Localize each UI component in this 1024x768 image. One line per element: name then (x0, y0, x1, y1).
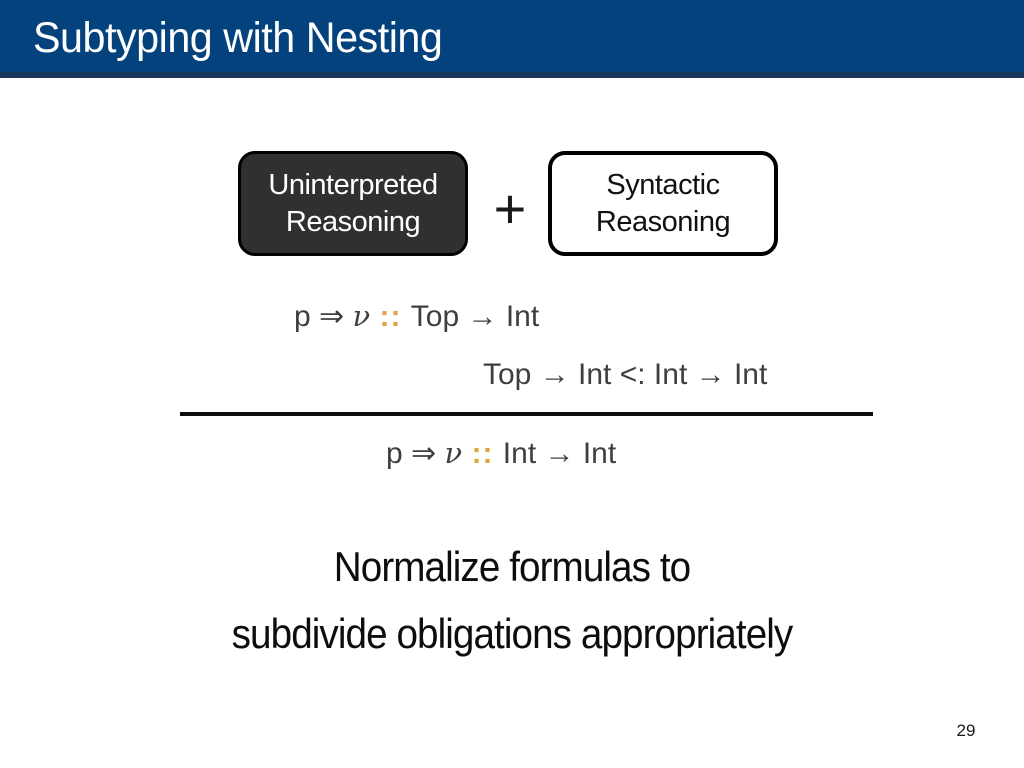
has-type-colons: :: (462, 437, 503, 470)
message-line-2: subdivide obligations appropriately (231, 610, 794, 657)
premise-type: Top → Int (410, 300, 540, 333)
slide-title: Subtyping with Nesting (33, 14, 443, 62)
nu-symbol: ν (444, 436, 463, 470)
page-number: 29 (956, 721, 976, 740)
syntactic-reasoning-box: Syntactic Reasoning (548, 151, 778, 256)
plus-sign: + (493, 176, 527, 240)
conclusion-prefix: p ⇒ (386, 437, 445, 470)
conclusion-formula: p ⇒ ν :: Int → Int (386, 436, 616, 471)
uninterpreted-box-line2: Reasoning (285, 205, 421, 238)
title-bar-accent-stripe (0, 72, 1024, 78)
syntactic-box-line1: Syntactic (606, 168, 720, 201)
uninterpreted-reasoning-box: Uninterpreted Reasoning (238, 151, 468, 256)
inference-rule-line (180, 412, 873, 416)
message-line-1: Normalize formulas to (333, 543, 691, 590)
nu-symbol: ν (352, 299, 371, 333)
syntactic-box-line2: Reasoning (595, 205, 731, 238)
conclusion-type: Int → Int (502, 437, 617, 470)
uninterpreted-box-line1: Uninterpreted (268, 168, 438, 201)
slide-title-bar: Subtyping with Nesting (0, 0, 1024, 72)
has-type-colons: :: (370, 300, 411, 333)
premise-formula: p ⇒ ν :: Top → Int (294, 299, 539, 334)
subtyping-side-condition: Top → Int <: Int → Int (483, 358, 768, 391)
premise-prefix: p ⇒ (294, 300, 353, 333)
